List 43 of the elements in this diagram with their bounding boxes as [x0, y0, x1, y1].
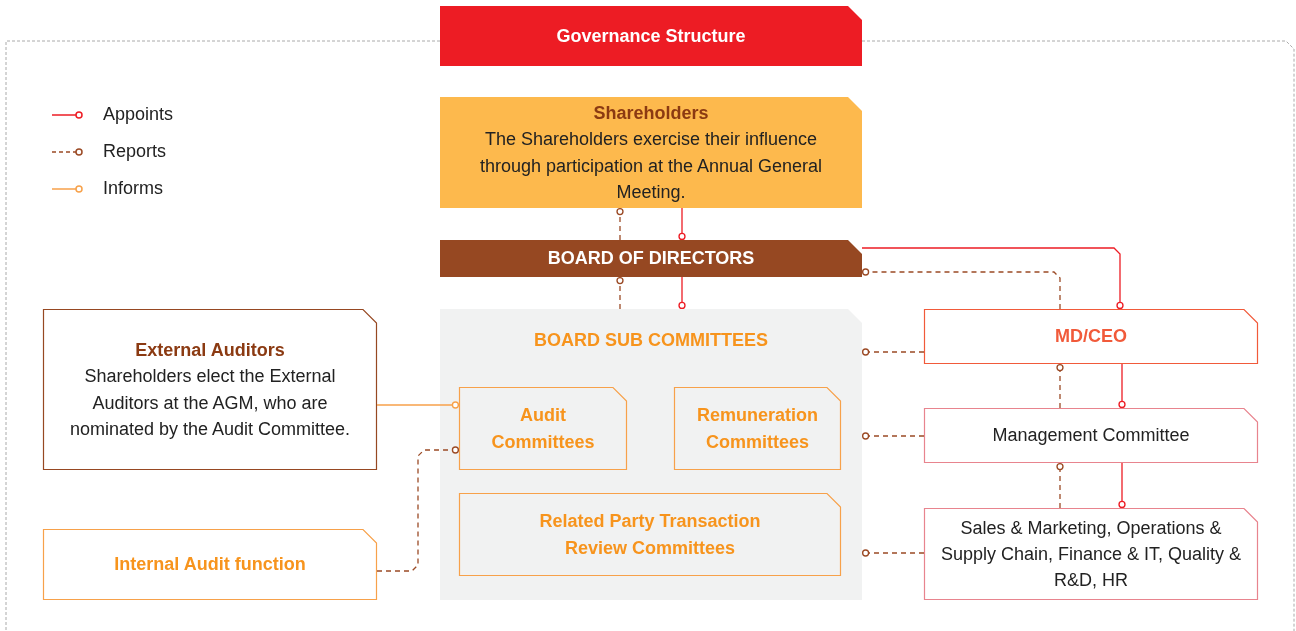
connector: [1056, 363, 1064, 409]
box-label: Audit Committees: [490, 404, 596, 454]
box-label: BOARD OF DIRECTORS: [547, 247, 755, 271]
committee-box: [459, 493, 841, 576]
department-box: [924, 508, 1258, 600]
connector: [1118, 462, 1126, 509]
legend-label: Appoints: [103, 104, 174, 125]
connector: [1118, 363, 1126, 409]
box-heading: Shareholders: [593, 102, 709, 126]
committee-box: [459, 387, 627, 470]
connector: [616, 276, 624, 310]
box-label: MD/CEO: [1055, 325, 1127, 349]
info-box: [43, 309, 377, 470]
header-bar: [440, 240, 862, 277]
connector: [376, 401, 460, 409]
function-box: [43, 529, 377, 600]
connector: [1056, 462, 1064, 509]
connector: [616, 207, 624, 241]
connector: [861, 247, 1124, 310]
box-label: BOARD SUB COMMITTEES: [534, 329, 768, 352]
legend-label: Reports: [103, 141, 167, 162]
connector: [678, 207, 686, 241]
box-heading: External Auditors: [135, 339, 285, 363]
connector: [376, 446, 460, 572]
legend-label: Informs: [103, 178, 163, 199]
connector: [861, 549, 925, 557]
connector: [678, 276, 686, 310]
info-box: [440, 97, 862, 208]
connector: [861, 432, 925, 440]
committee-box: [674, 387, 841, 470]
connector: [861, 348, 925, 356]
committee-box: [924, 408, 1258, 463]
box-description: The Shareholders exercise their influence through participation at the Annual General Meeting.: [478, 128, 824, 204]
box-label: Remuneration Committees: [696, 404, 819, 454]
committee-panel: [440, 309, 862, 600]
box-description: Shareholders elect the External Auditors at the AGM, who are nominated by the Audit Committee.: [68, 365, 352, 441]
box-label: Management Committee: [992, 424, 1190, 448]
role-box: [924, 309, 1258, 364]
connector: [861, 268, 1061, 310]
box-label: Sales & Marketing, Operations & Supply Chain, Finance & IT, Quality & R&D, HR: [939, 516, 1243, 593]
box-label: Related Party Transaction Review Committees: [538, 510, 762, 560]
title: Governance Structure: [556, 25, 746, 47]
box-label: Internal Audit function: [114, 553, 306, 577]
